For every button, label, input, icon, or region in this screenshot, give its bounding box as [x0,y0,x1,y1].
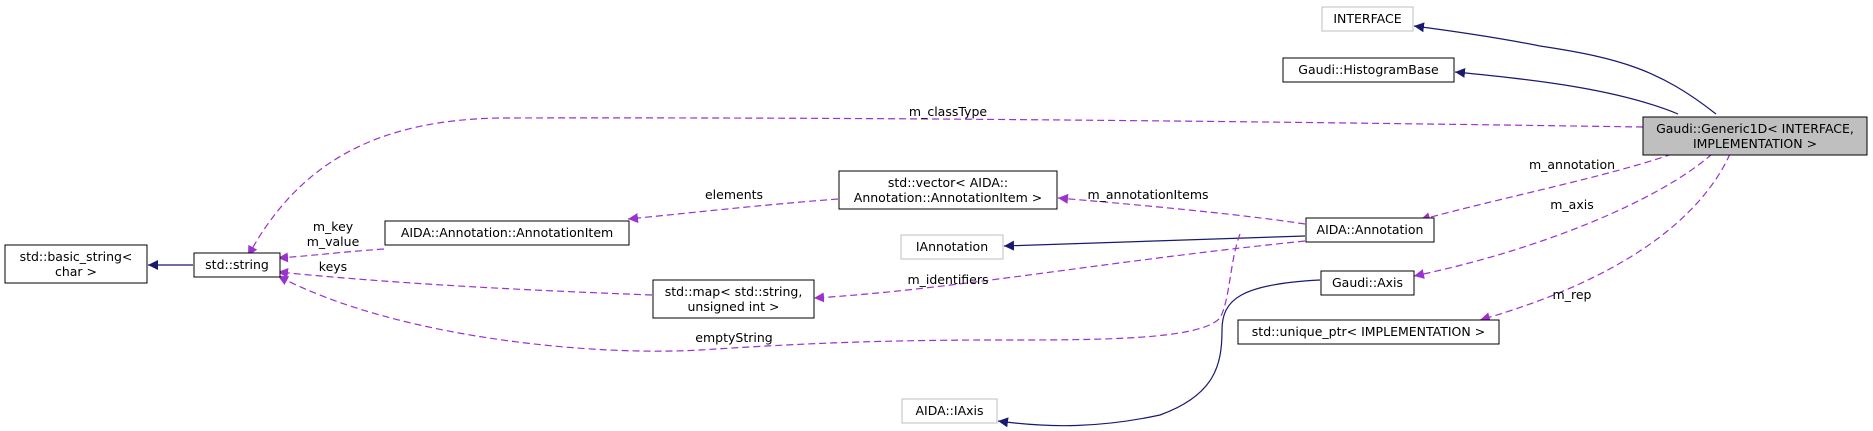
edge-identifiers [813,240,1306,303]
node-generic1d[interactable]: Gaudi::Generic1D< INTERFACE, IMPLEMENTAT… [1642,116,1868,156]
node-annotation[interactable]: AIDA::Annotation [1305,217,1435,243]
edge-label-m-identifiers: m_identifiers [907,272,988,287]
node-unique-ptr[interactable]: std::unique_ptr< IMPLEMENTATION > [1237,319,1500,345]
node-label: Gaudi::HistogramBase [1298,62,1439,77]
edge-key-value [277,248,385,263]
node-label-line2: unsigned int > [687,299,779,314]
node-label: Gaudi::Axis [1332,275,1403,290]
node-label: AIDA::IAxis [915,403,983,418]
node-label-line1: std::basic_string< [20,249,133,264]
node-label: AIDA::Annotation::AnnotationItem [401,225,613,240]
edge-rep [1479,153,1731,323]
edge-label-m-classtype: m_classType [909,104,987,119]
node-annotation-item[interactable]: AIDA::Annotation::AnnotationItem [384,220,630,246]
node-label-line1: std::map< std::string, [665,284,803,299]
node-label: INTERFACE [1333,11,1401,26]
node-label: std::string [205,257,269,272]
node-label-line2: IMPLEMENTATION > [1693,136,1817,151]
node-label: std::unique_ptr< IMPLEMENTATION > [1252,324,1485,339]
edge-keys [277,268,653,296]
node-std-string[interactable]: std::string [193,252,281,278]
edge-generic1d-to-interface [1413,22,1717,115]
edge-labels: m_classType m_annotation m_axis m_rep el… [307,104,1615,345]
edge-label-elements: elements [705,187,763,202]
node-iannotation[interactable]: IAnnotation [900,234,1004,260]
edge-label-keys: keys [319,259,347,274]
edge-annotation [1419,153,1673,223]
edge-label-m-key: m_key [313,219,354,234]
edge-label-m-rep: m_rep [1553,287,1592,302]
node-map[interactable]: std::map< std::string, unsigned int > [652,279,815,319]
edge-elements [627,198,839,224]
node-histogram-base[interactable]: Gaudi::HistogramBase [1282,57,1455,83]
node-label-line2: Annotation::AnnotationItem > [854,190,1042,205]
edge-classtype [247,117,1644,257]
edge-label-m-annotation: m_annotation [1529,157,1615,172]
node-interface[interactable]: INTERFACE [1321,6,1414,32]
node-label-line1: std::vector< AIDA:: [888,175,1008,190]
node-label-line2: char > [55,264,97,279]
edge-axis [1413,153,1713,279]
edge-annotation-items [1057,193,1306,225]
node-label: AIDA::Annotation [1317,222,1424,237]
edge-label-m-axis: m_axis [1550,197,1593,212]
usage-edges [247,117,1731,352]
inheritance-edges [148,22,1717,428]
node-label-line1: Gaudi::Generic1D< INTERFACE, [1656,121,1854,136]
node-vector[interactable]: std::vector< AIDA:: Annotation::Annotati… [838,170,1058,210]
node-basic-string[interactable]: std::basic_string< char > [4,244,148,284]
edge-label-m-value: m_value [307,234,360,249]
edge-axis-to-iaxis [997,279,1321,428]
edge-annotation-to-iannotation [1003,235,1306,251]
edge-label-emptystring: emptyString [695,330,772,345]
edge-emptystring [277,233,1241,352]
edge-generic1d-to-histogrambase [1454,67,1679,115]
node-axis[interactable]: Gaudi::Axis [1320,270,1415,296]
edge-label-m-annotationitems: m_annotationItems [1087,187,1208,202]
node-iaxis[interactable]: AIDA::IAxis [901,398,998,424]
node-label: IAnnotation [916,239,988,254]
